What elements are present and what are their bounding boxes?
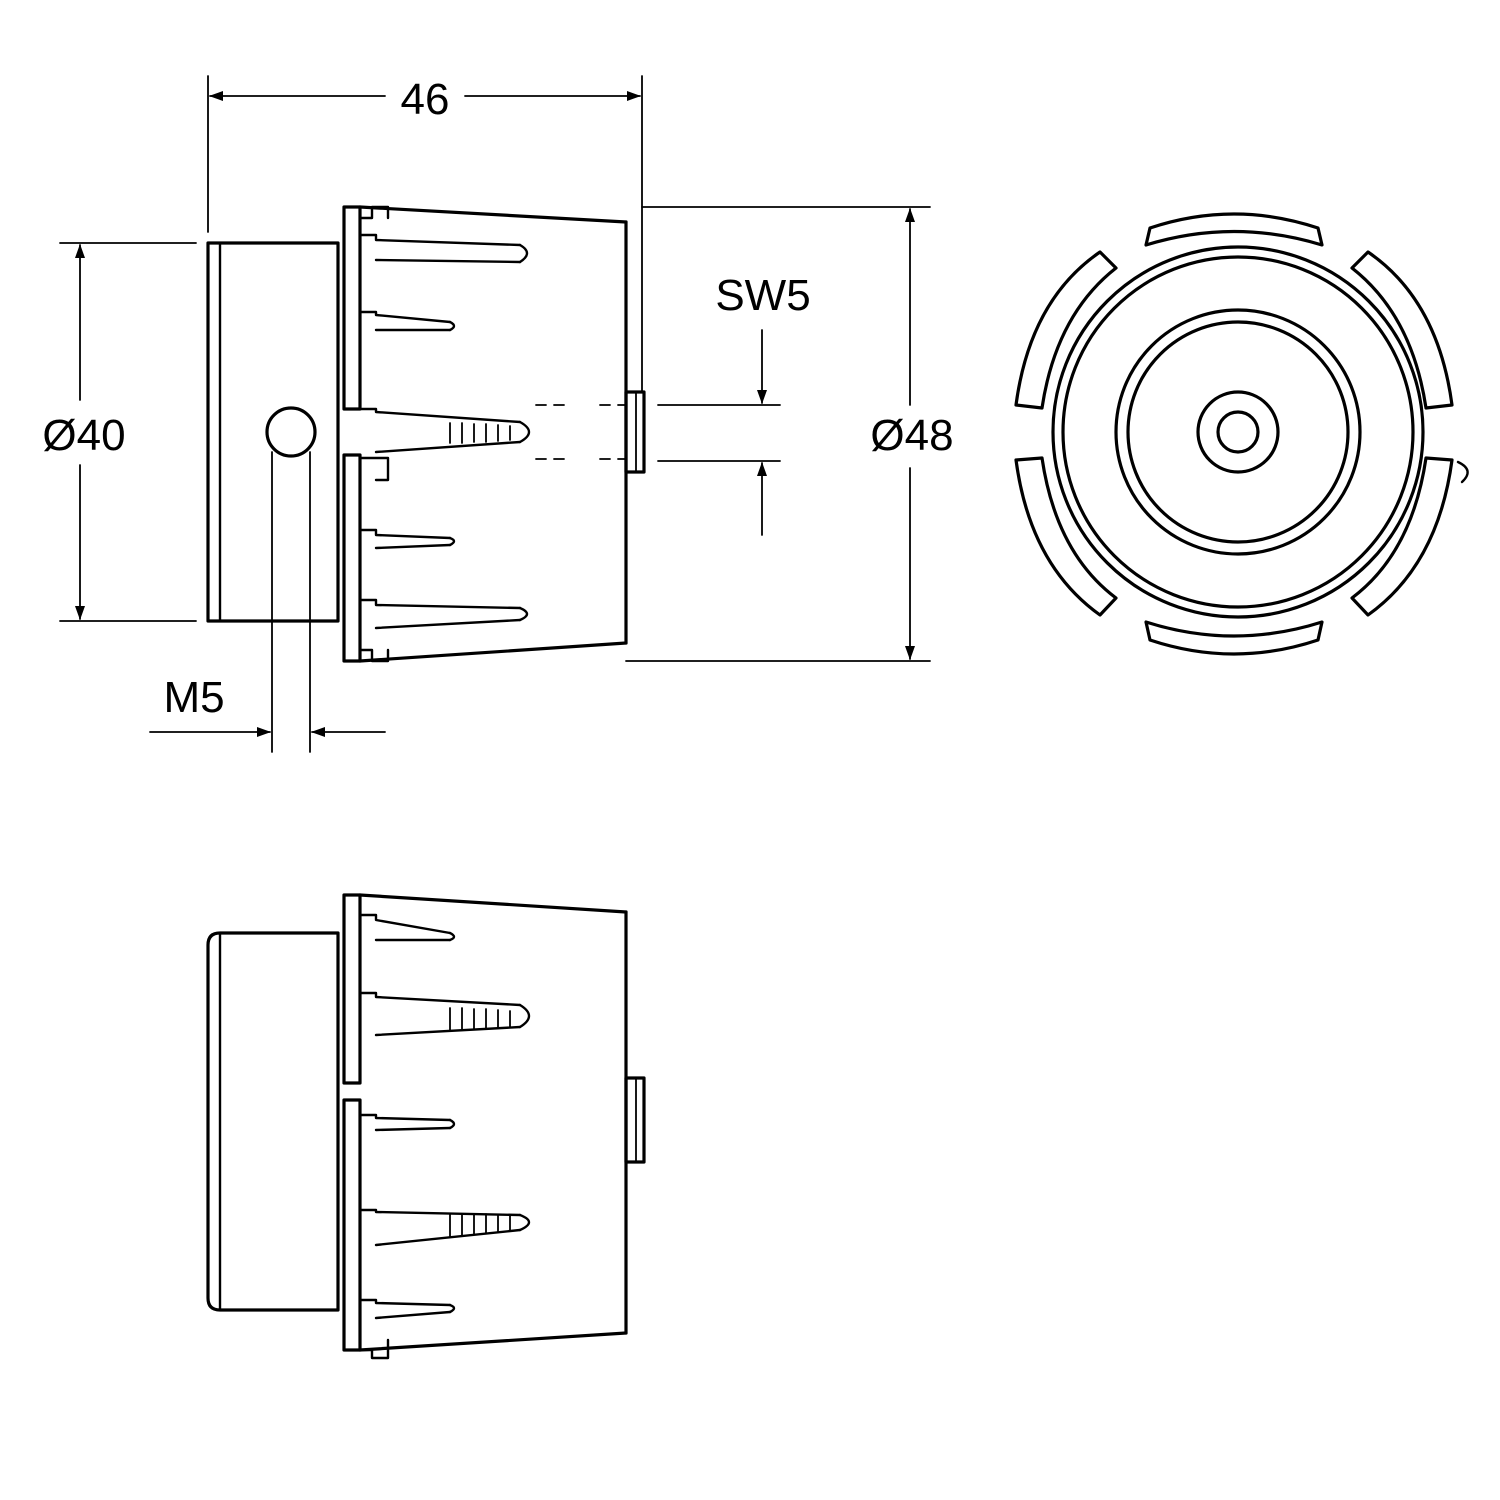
fins-rotated [358, 913, 531, 1320]
flange-rotated [342, 893, 390, 1360]
side-view [206, 205, 646, 663]
thread-hole [265, 406, 317, 458]
fins [358, 233, 531, 630]
end-view [1014, 212, 1469, 656]
hex-socket [535, 390, 646, 474]
cap-cylinder-rotated [206, 931, 340, 1312]
outer-diameter-label: Ø48 [870, 411, 953, 460]
wrench-size-label: SW5 [715, 271, 810, 320]
dimension-length: 46 [207, 75, 643, 393]
flange [342, 205, 390, 663]
length-label: 46 [401, 75, 450, 124]
dimension-wrench-size: SW5 [657, 271, 811, 536]
main-body-rotated [358, 893, 628, 1352]
main-body [358, 205, 628, 663]
dimension-cap-diameter: Ø40 [42, 242, 197, 622]
cap-diameter-label: Ø40 [42, 411, 125, 460]
hex-socket-rotated [624, 1076, 646, 1164]
rotated-side-view [206, 893, 646, 1360]
dimension-thread: M5 [149, 451, 386, 753]
thread-label: M5 [163, 673, 224, 722]
cap-cylinder [206, 241, 340, 623]
outer-ring-segments [1014, 212, 1469, 656]
dimension-outer-diameter: Ø48 [625, 206, 954, 662]
concentric-circles [1051, 245, 1425, 619]
